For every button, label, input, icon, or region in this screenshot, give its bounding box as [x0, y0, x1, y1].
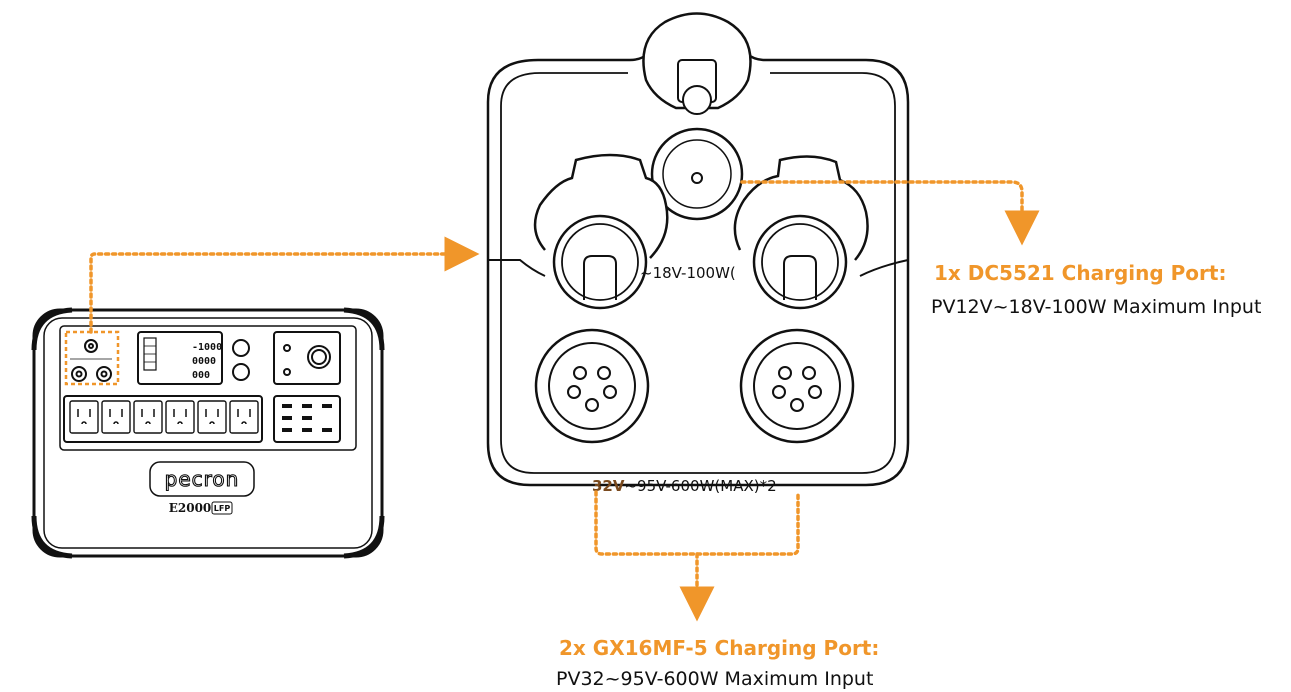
- gx16-connector: [594, 490, 800, 556]
- lcd-top-readout: -1000: [192, 342, 222, 353]
- gx-label-prefix: 32V: [592, 477, 625, 495]
- device-model-badge: LFP: [214, 504, 231, 513]
- gx-label-rest: ~95V-600W(MAX)*2: [624, 477, 776, 495]
- power-station-illustration: [31, 307, 385, 559]
- device-to-panel-connector: [89, 236, 480, 334]
- port-panel-zoom: [486, 12, 910, 487]
- dc5521-callout-desc: PV12V~18V-100W Maximum Input: [931, 296, 1262, 318]
- device-model-label: E2000: [169, 501, 212, 515]
- dc5521-callout-title: 1x DC5521 Charging Port:: [934, 261, 1227, 285]
- gx16-callout-desc: PV32~95V-600W Maximum Input: [556, 668, 874, 690]
- gx-port-embossed-label: 32V~95V-600W(MAX)*2: [592, 477, 777, 495]
- gx16-callout-title: 2x GX16MF-5 Charging Port:: [559, 636, 880, 660]
- dc5521-connector: [740, 180, 1040, 246]
- lcd-mid-readout: 0000: [192, 356, 216, 367]
- dc-port-embossed-label: ~18V-100W(: [640, 264, 736, 282]
- device-brand-logo: pecron: [165, 467, 240, 491]
- connector-lines: [89, 180, 1040, 622]
- lcd-bottom-readout: 000: [192, 370, 210, 381]
